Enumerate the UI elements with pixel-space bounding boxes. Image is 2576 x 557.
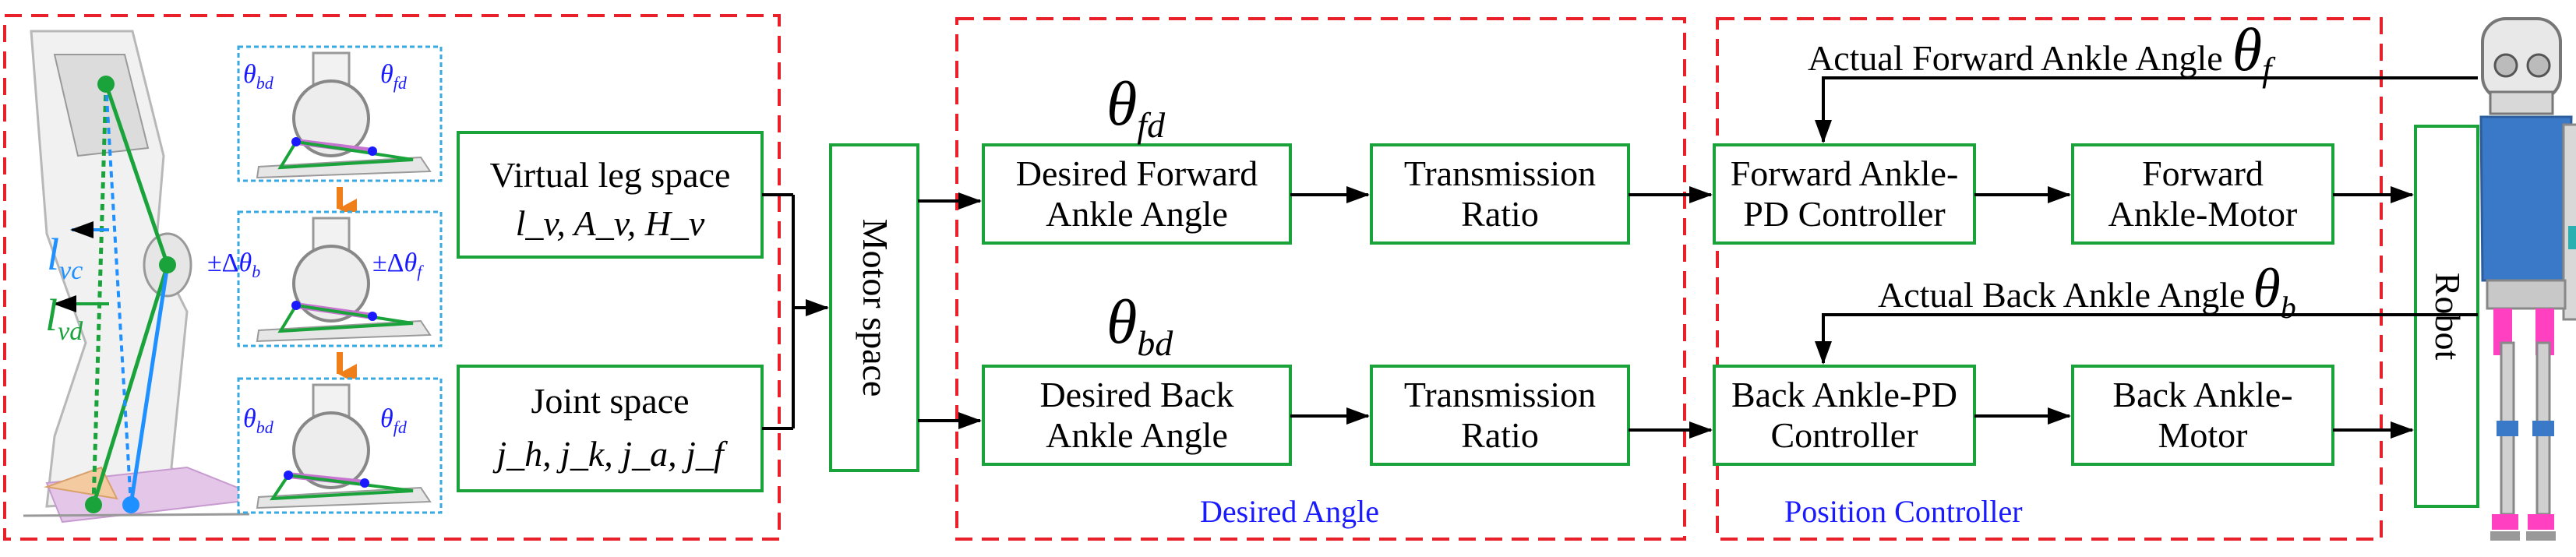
- svg-text:±Δθf: ±Δθf: [372, 249, 424, 281]
- leg-space-panel: [3, 14, 781, 541]
- joint-space-title: Joint space: [531, 381, 689, 421]
- back-pd-line1: Back Ankle-PD: [1731, 375, 1957, 414]
- forward-pd-controller-block: [1713, 143, 1976, 245]
- transmission-forward-line1: Transmission: [1404, 153, 1596, 193]
- desired-back-line1: Desired Back: [1039, 375, 1233, 414]
- svg-text:θfd: θfd: [380, 60, 408, 93]
- desired-forward-line2: Ankle Angle: [1046, 194, 1228, 234]
- desired-back-line2: Ankle Angle: [1046, 415, 1228, 455]
- forward-motor-line2: Ankle-Motor: [2108, 194, 2298, 234]
- lvd-label: lvd: [45, 290, 83, 346]
- virtual-leg-space-block: [457, 131, 764, 259]
- back-motor-line2: Motor: [2158, 415, 2248, 455]
- theta-bd-signal: θbd: [1106, 288, 1173, 363]
- transmission-back-line2: Ratio: [1461, 415, 1539, 455]
- desired-angle-panel: [955, 17, 1686, 541]
- svg-text:θbd: θbd: [243, 60, 274, 93]
- joint-space-block: [457, 365, 764, 492]
- motor-space-block: [829, 143, 919, 472]
- transmission-back-line1: Transmission: [1404, 375, 1596, 414]
- connectors: [762, 76, 2478, 439]
- back-ankle-motor-block: [2071, 365, 2334, 466]
- position-controller-panel: [1716, 17, 2383, 541]
- back-pd-line2: Controller: [1770, 415, 1918, 455]
- svg-text:θfd: θfd: [380, 404, 408, 437]
- transmission-forward-line2: Ratio: [1461, 194, 1539, 234]
- motor-space-label: Motor space: [856, 219, 895, 397]
- leg-illustration: [23, 30, 266, 524]
- theta-fd-signal: θfd: [1106, 70, 1166, 145]
- forward-ankle-motor-block: [2071, 143, 2334, 245]
- desired-forward-block: [982, 143, 1292, 245]
- robot-label: Robot: [2428, 273, 2468, 361]
- forward-pd-line2: PD Controller: [1743, 194, 1945, 234]
- lvc-label: lvc: [47, 229, 83, 285]
- ankle-diagram-mid: ±Δθb ±Δθf: [207, 210, 443, 347]
- desired-angle-caption: Desired Angle: [1200, 494, 1379, 529]
- desired-back-block: [982, 365, 1292, 466]
- virtual-leg-space-vars: l_v, A_v, H_v: [516, 203, 705, 243]
- svg-text:±Δθb: ±Δθb: [207, 249, 260, 281]
- ankle-diagram-bottom: θbd θfd: [237, 377, 443, 514]
- back-pd-controller-block: [1713, 365, 1976, 466]
- svg-text:θbd: θbd: [243, 404, 274, 437]
- forward-motor-line1: Forward: [2142, 153, 2264, 193]
- transmission-ratio-back-block: [1370, 365, 1630, 466]
- joint-space-vars: j_h, j_k, j_a, j_f: [492, 434, 729, 474]
- virtual-leg-space-title: Virtual leg space: [490, 155, 731, 195]
- desired-forward-line1: Desired Forward: [1016, 153, 1258, 193]
- robot-illustration: [2479, 17, 2576, 541]
- back-motor-line1: Back Ankle-: [2112, 375, 2292, 414]
- forward-pd-line1: Forward Ankle-: [1731, 153, 1959, 193]
- position-controller-caption: Position Controller: [1784, 494, 2023, 529]
- ankle-diagram-top: θbd θfd: [237, 45, 443, 182]
